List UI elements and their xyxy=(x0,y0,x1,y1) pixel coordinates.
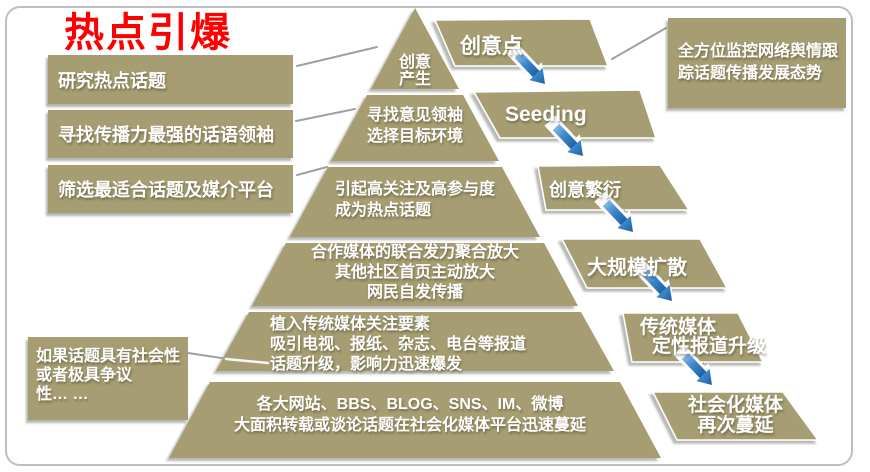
pyramid-level-2 xyxy=(331,95,499,161)
pyramid-level-6-text: 各大网站、BBS、BLOG、SNS、IM、微博 大面积转载或谈论话题在社会化媒体… xyxy=(195,394,625,436)
left-topic-box-1-label: 研究热点话题 xyxy=(58,70,166,91)
pyramid-level-6-line-1: 各大网站、BBS、BLOG、SNS、IM、微博 xyxy=(256,396,564,413)
pyramid-level-3-text: 引起高关注及高参与度 成为热点话题 xyxy=(335,179,495,221)
flow-step-2-label: Seeding xyxy=(505,103,587,126)
connector-line-3 xyxy=(296,166,328,176)
flow-step-1-label: 创意点 xyxy=(460,35,523,58)
left-topic-box-1: 研究热点话题 xyxy=(48,55,293,104)
pyramid-level-5-line-1: 植入传统媒体关注要素 xyxy=(270,316,431,333)
note-box-line-1: 如果话题具有社会性 xyxy=(36,348,181,365)
pyramid-level-2-text: 寻找意见领袖 选择目标环境 xyxy=(367,105,463,147)
flow-step-5-line-1: 传统媒体 xyxy=(640,317,717,338)
pyramid-level-1-line-1: 创意 xyxy=(398,54,431,71)
note-box-line-3: 性… … xyxy=(36,386,89,403)
note-box-line-2: 或者极具争议 xyxy=(36,367,133,384)
pyramid-level-4-line-3: 网民自发传播 xyxy=(366,284,463,301)
monitor-box: 全方位监控网络舆情跟 踪话题传播发展态势 xyxy=(668,18,846,108)
flow-step-3-label: 创意繁衍 xyxy=(549,180,621,200)
flow-step-6-line-1: 社会化媒体 xyxy=(687,395,783,416)
flow-step-shape-2 xyxy=(472,89,658,139)
flow-step-5-label: 传统媒体 定性报道升级 xyxy=(640,318,766,356)
pyramid-level-3-line-1: 引起高关注及高参与度 xyxy=(335,181,496,198)
pyramid-level-5-line-2: 吸引电视、报纸、杂志、电台等报道 xyxy=(270,336,527,353)
pyramid-level-4 xyxy=(252,243,578,306)
monitor-box-line-2: 踪话题传播发展态势 xyxy=(678,65,823,82)
left-topic-box-2: 寻找传播力最强的话语领袖 xyxy=(48,110,293,158)
connector-line-5 xyxy=(611,27,667,60)
pyramid-level-1-line-2: 产生 xyxy=(398,71,431,88)
connector-line-4b xyxy=(224,357,270,365)
flow-step-shape-3 xyxy=(537,164,691,211)
flow-step-shape-5 xyxy=(622,312,765,363)
pyramid-level-1-text: 创意 产生 xyxy=(373,54,457,88)
left-topic-box-2-label: 寻找传播力最强的话语领袖 xyxy=(58,125,274,145)
pyramid-level-5-line-3: 话题升级，影响力迅速爆发 xyxy=(270,356,463,373)
pyramid-level-5-text: 植入传统媒体关注要素 吸引电视、报纸、杂志、电台等报道 话题升级，影响力迅速爆发 xyxy=(270,315,526,375)
pyramid-level-2-line-1: 寻找意见领袖 xyxy=(367,107,464,124)
slide-border xyxy=(5,6,853,466)
monitor-box-line-1: 全方位监控网络舆情跟 xyxy=(678,43,839,60)
flow-step-6-line-2: 再次蔓延 xyxy=(697,415,774,436)
left-topic-box-3-label: 筛选最适合话题及媒介平台 xyxy=(58,180,274,200)
pyramid-level-3 xyxy=(290,167,540,237)
pyramid-level-1 xyxy=(371,8,459,89)
pyramid-level-3-line-2: 成为热点话题 xyxy=(335,202,432,219)
connector-line-1 xyxy=(296,46,378,67)
connector-line-4 xyxy=(187,352,229,360)
pyramid-level-4-text: 合作媒体的联合发力聚合放大 其他社区首页主动放大 网民自发传播 xyxy=(265,243,565,303)
connector-line-2 xyxy=(295,108,356,122)
left-topic-box-3: 筛选最适合话题及媒介平台 xyxy=(48,165,293,213)
flow-step-5-line-2: 定性报道升级 xyxy=(652,336,767,357)
flow-step-6-label: 社会化媒体 再次蔓延 xyxy=(663,396,808,436)
flow-step-shape-6 xyxy=(651,391,820,441)
pyramid-level-6 xyxy=(169,382,661,458)
slide-title: 热点引爆 xyxy=(64,11,232,55)
pyramid-level-5 xyxy=(216,312,614,371)
pyramid-level-2-line-2: 选择目标环境 xyxy=(367,128,464,145)
pyramid-level-4-line-2: 其他社区首页主动放大 xyxy=(334,264,495,281)
flow-step-4-label: 大规模扩散 xyxy=(587,257,687,279)
pyramid-level-4-line-1: 合作媒体的联合发力聚合放大 xyxy=(310,244,519,261)
pyramid-level-6-line-2: 大面积转载或谈论话题在社会化媒体平台迅速蔓延 xyxy=(233,417,586,434)
flow-step-shape-1 xyxy=(433,18,610,67)
note-box: 如果话题具有社会性 或者极具争议 性… … xyxy=(28,337,188,420)
